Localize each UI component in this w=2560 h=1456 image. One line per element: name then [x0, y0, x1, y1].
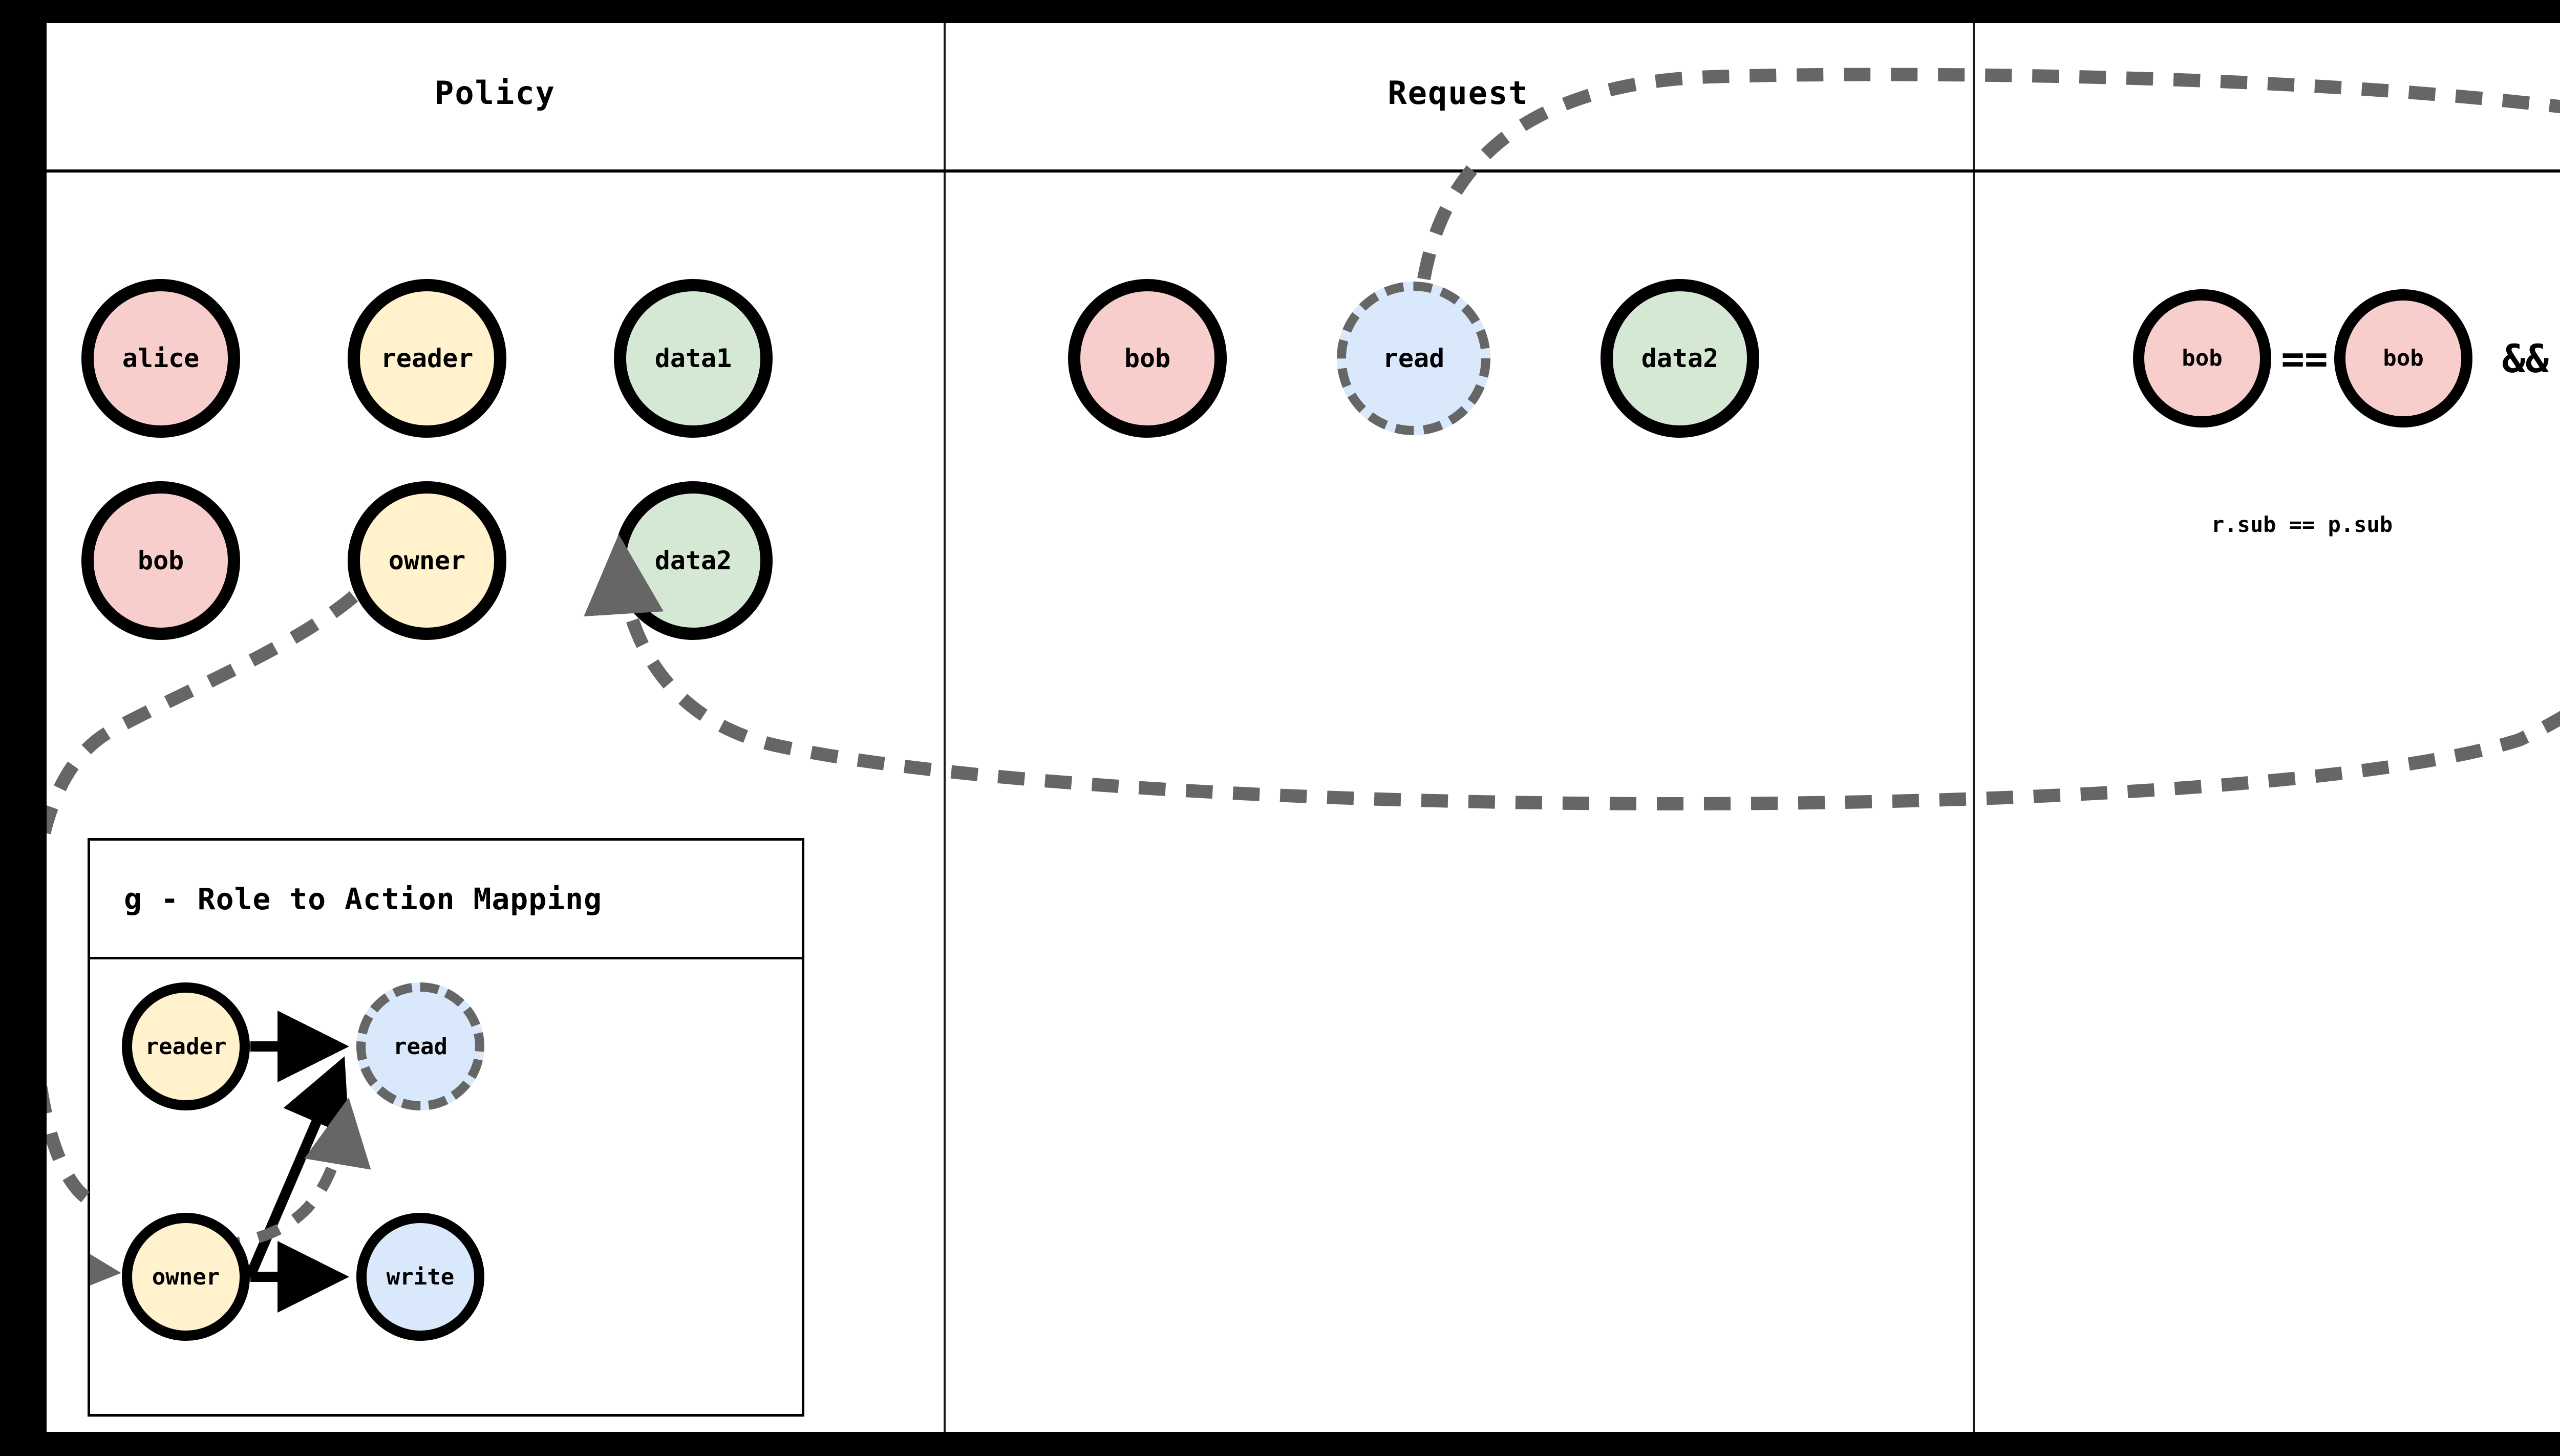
trace-into-g-owner [90, 1233, 121, 1301]
policy-node-alice[interactable]: alice [81, 279, 240, 438]
g-mapping-title: g - Role to Action Mapping [90, 841, 802, 959]
matching-node-bob-request[interactable]: bob [2133, 289, 2271, 427]
trace-g-owner-to-read [217, 1097, 371, 1252]
request-node-data2[interactable]: data2 [1601, 279, 1759, 438]
g-node-read[interactable]: read [356, 982, 484, 1110]
policy-node-owner[interactable]: owner [348, 481, 506, 640]
header-separator [47, 169, 2560, 173]
column-title-policy: Policy [435, 74, 556, 112]
trace-matching-owner-to-policy-owner [584, 534, 2560, 810]
policy-node-data2[interactable]: data2 [614, 481, 773, 640]
column-divider-request-matching [1973, 23, 1975, 1432]
column-divider-policy-request [944, 23, 946, 1432]
policy-node-reader[interactable]: reader [348, 279, 506, 438]
matching-sublabel-subject: r.sub == p.sub [2211, 512, 2393, 537]
request-node-read[interactable]: read [1337, 282, 1490, 435]
g-edge-owner-read [245, 1056, 350, 1279]
g-node-reader[interactable]: reader [122, 982, 250, 1110]
column-title-matching: Matching [1973, 74, 2560, 112]
policy-node-data1[interactable]: data1 [614, 279, 773, 438]
g-node-owner[interactable]: owner [122, 1213, 250, 1341]
matching-operator-eq-1: == [2281, 335, 2328, 381]
g-mapping-body: reader read owner write [90, 959, 802, 1419]
g-node-write[interactable]: write [356, 1213, 484, 1341]
matching-node-bob-policy[interactable]: bob [2334, 289, 2472, 427]
request-node-bob[interactable]: bob [1068, 279, 1227, 438]
diagram-canvas: Policy Request Matching alice reader dat… [47, 23, 2560, 1432]
g-mapping-box: g - Role to Action Mapping [88, 838, 804, 1417]
policy-node-bob[interactable]: bob [81, 481, 240, 640]
matching-operator-and-g-open: && g( [2502, 335, 2560, 381]
column-title-request: Request [1388, 74, 1529, 112]
